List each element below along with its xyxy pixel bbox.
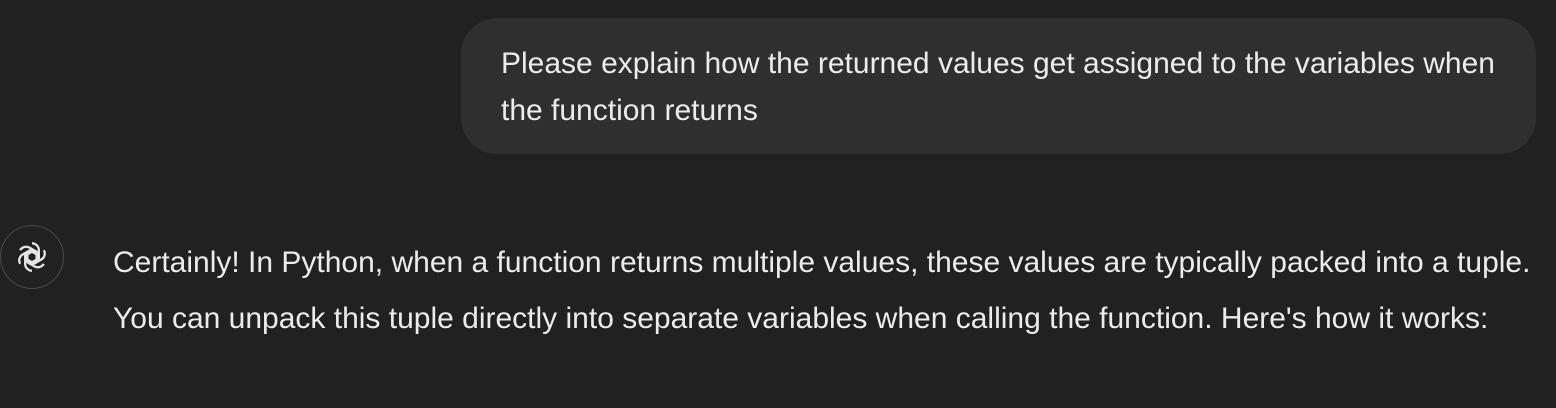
openai-logo-icon (18, 242, 46, 272)
user-message-text: Please explain how the returned values g… (501, 47, 1495, 127)
assistant-avatar (0, 225, 64, 289)
user-message-bubble: Please explain how the returned values g… (461, 18, 1536, 154)
assistant-message-text: Certainly! In Python, when a function re… (113, 246, 1531, 335)
